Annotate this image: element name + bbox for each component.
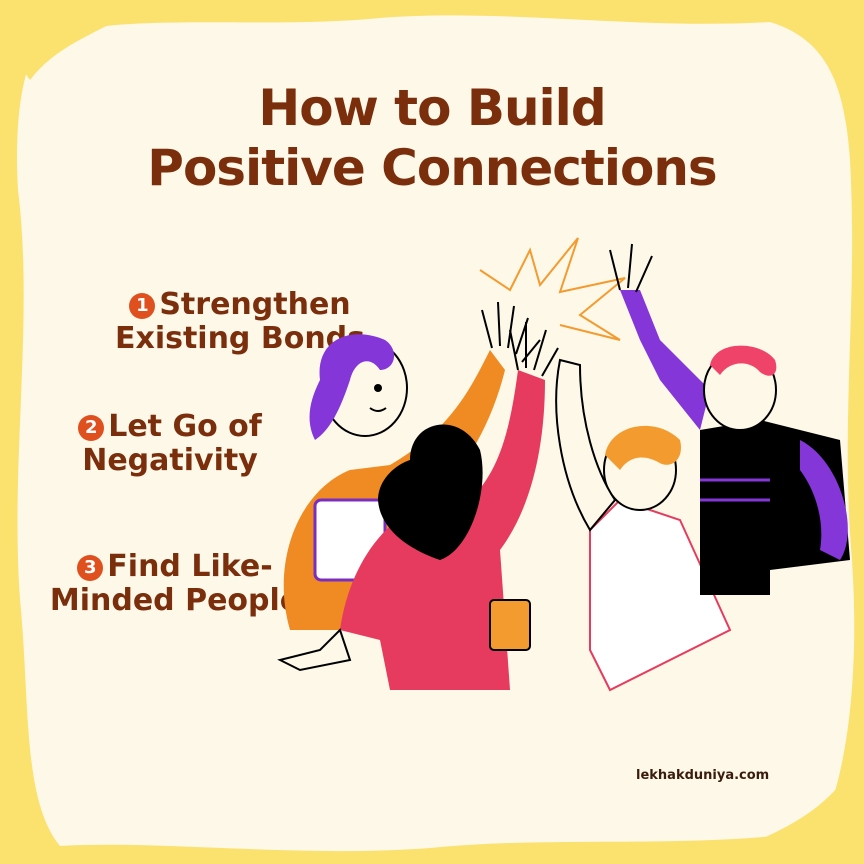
man-orange-hair-figure <box>489 358 732 692</box>
step-1-label-1: Strengthen <box>159 287 351 322</box>
step-3-label-1: Find Like- <box>107 549 273 584</box>
title-line-2: Positive Connections <box>147 139 717 197</box>
step-3-label-2: Minded People <box>49 583 301 618</box>
step-2-label-1: Let Go of <box>108 409 262 444</box>
site-credit: lekhakduniya.com <box>636 768 770 783</box>
page-title: How to Build Positive Connections <box>0 78 864 198</box>
title-line-1: How to Build <box>258 79 606 137</box>
step-2-label-2: Negativity <box>82 443 258 478</box>
step-3-number-badge: 3 <box>77 555 104 581</box>
step-1-number-badge: 1 <box>129 293 156 319</box>
high-five-group-illustration <box>277 237 850 692</box>
step-2-number-badge: 2 <box>78 415 105 441</box>
sparkle-burst-icon <box>479 237 626 341</box>
man-red-hair-figure <box>609 243 850 595</box>
step-1-label-2: Existing Bonds <box>114 321 366 356</box>
